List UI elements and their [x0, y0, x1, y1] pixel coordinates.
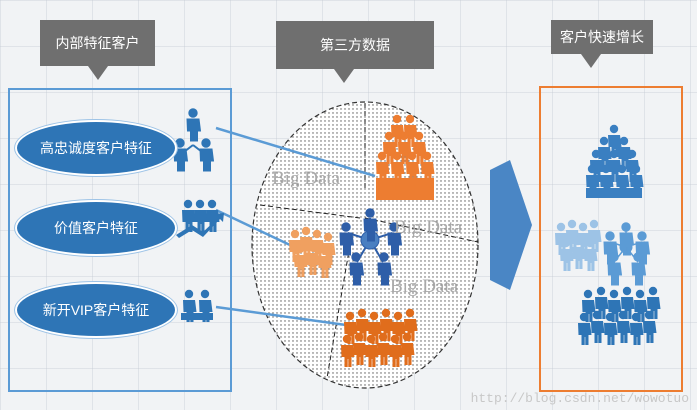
callout-customer-growth: 客户快速增长 — [551, 20, 653, 68]
big-data-label-3: Big Data — [390, 276, 459, 297]
callout-internal-label: 内部特征客户 — [55, 35, 140, 51]
network-people-icon — [173, 108, 214, 172]
blue-crowd-bottom-icon — [578, 286, 661, 345]
connector-vip — [215, 305, 347, 327]
feature-pill-loyalty-label: 高忠诚度客户特征 — [40, 140, 152, 156]
connector-loyalty — [215, 126, 376, 178]
network-people-center-icon — [339, 208, 402, 286]
feature-pill-vip[interactable]: 新开VIP客户特征 — [15, 282, 177, 338]
feature-pill-loyalty[interactable]: 高忠诚度客户特征 — [15, 120, 177, 176]
orange-crowd-large-icon — [376, 114, 435, 200]
ellipse-divider-left — [259, 204, 361, 219]
watermark-url: http://blog.csdn.net/wowotuo — [470, 391, 689, 406]
growth-group-icon — [176, 199, 224, 238]
callout-growth-label: 客户快速增长 — [560, 29, 644, 45]
blue-crowd-middle-icon — [555, 219, 602, 271]
ellipse-divider-right — [364, 217, 479, 243]
blue-crowd-top-icon — [586, 124, 644, 198]
big-data-label-1: Big Data — [272, 168, 341, 189]
callout-internal-features: 内部特征客户 — [40, 20, 155, 80]
big-data-label-2: Big Data — [394, 217, 463, 238]
connector-value — [215, 208, 291, 247]
ellipse-divider-bottom — [326, 244, 351, 379]
internal-features-panel — [8, 88, 232, 392]
feature-pill-vip-label: 新开VIP客户特征 — [42, 302, 150, 318]
customer-growth-panel — [539, 86, 683, 392]
network-people-right-icon — [603, 222, 650, 286]
feature-pill-value[interactable]: 价值客户特征 — [15, 200, 177, 256]
callout-third-party-data: 第三方数据 — [276, 21, 434, 83]
business-pair-icon — [181, 289, 213, 322]
callout-third-party-label: 第三方数据 — [320, 37, 390, 53]
feature-pill-value-label: 价值客户特征 — [54, 220, 138, 236]
big-arrow-icon — [490, 160, 532, 290]
